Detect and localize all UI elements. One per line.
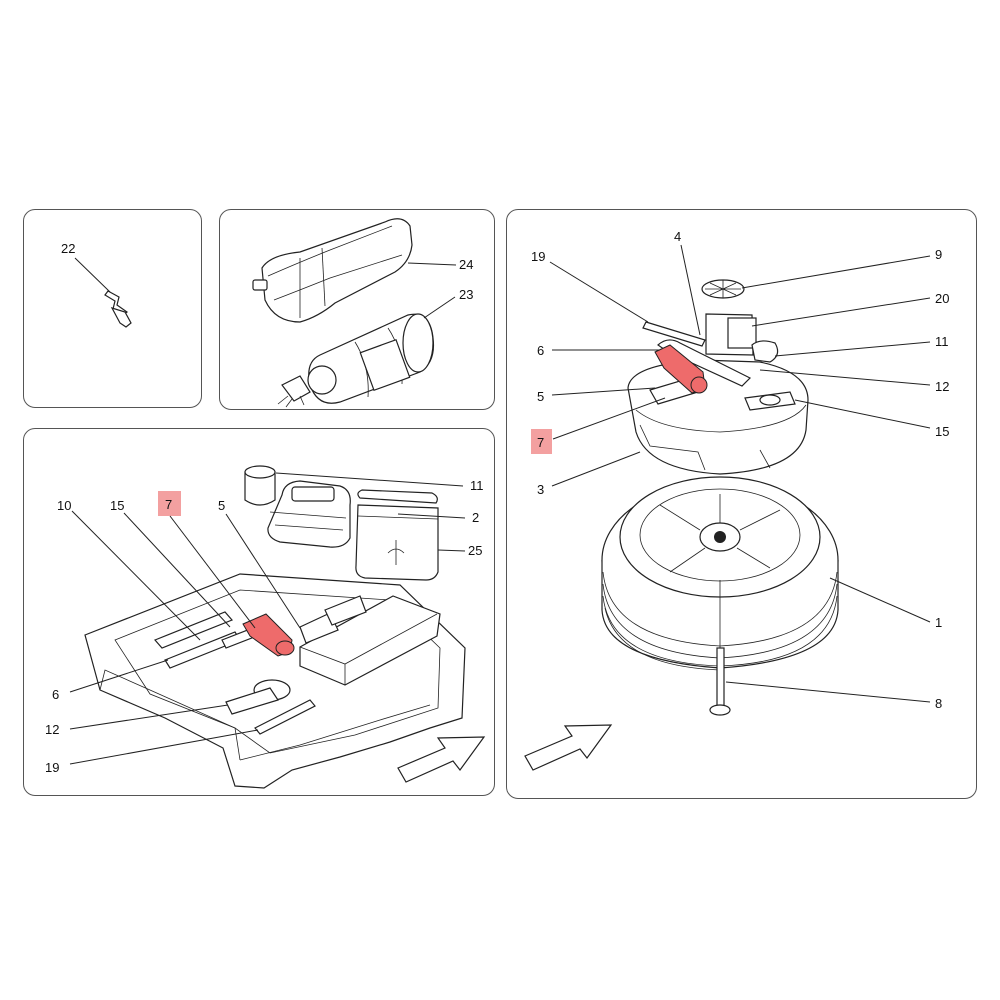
callout-10-tray[interactable]: 10	[57, 498, 71, 513]
callout-22[interactable]: 22	[61, 241, 75, 256]
callout-11-wheel[interactable]: 11	[935, 334, 949, 349]
highlighted-part-7-tray[interactable]	[242, 613, 295, 657]
callout-4-wheel[interactable]: 4	[674, 229, 681, 244]
callout-24[interactable]: 24	[459, 257, 473, 272]
callout-12-tray[interactable]: 12	[45, 722, 59, 737]
callout-2-tray[interactable]: 2	[472, 510, 479, 525]
tool-bag	[252, 218, 413, 323]
callout-3-wheel[interactable]: 3	[537, 482, 544, 497]
wheel-bolt	[709, 647, 731, 716]
callout-11-tray[interactable]: 11	[470, 478, 484, 493]
direction-arrow-icon	[397, 736, 486, 783]
crank-handle	[104, 290, 132, 328]
callout-5-wheel[interactable]: 5	[537, 389, 544, 404]
small-canister	[244, 465, 276, 506]
callout-20-wheel[interactable]: 20	[935, 291, 949, 306]
callout-19-wheel[interactable]: 19	[531, 249, 545, 264]
compressor-cylinder	[277, 313, 435, 408]
highlighted-part-7-wheel[interactable]	[654, 344, 708, 394]
valve-cap	[701, 279, 745, 299]
callout-7-wheel[interactable]: 7	[537, 435, 544, 450]
storage-tub	[627, 359, 809, 475]
callout-15-tray[interactable]: 15	[110, 498, 124, 513]
callout-15-wheel[interactable]: 15	[935, 424, 949, 439]
tray-tools	[153, 595, 367, 735]
highlight-box-7-tray	[158, 491, 181, 516]
direction-arrow-icon	[524, 724, 613, 771]
spare-tire	[601, 476, 839, 671]
tub-tools	[642, 313, 796, 411]
callout-6-tray[interactable]: 6	[52, 687, 59, 702]
highlight-box-7-wheel	[531, 429, 552, 454]
callout-8-wheel[interactable]: 8	[935, 696, 942, 711]
callout-12-wheel[interactable]: 12	[935, 379, 949, 394]
callout-6-wheel[interactable]: 6	[537, 343, 544, 358]
callout-9-wheel[interactable]: 9	[935, 247, 942, 262]
compressor-unit	[267, 480, 351, 548]
callout-25-tray[interactable]: 25	[468, 543, 482, 558]
callout-19-tray[interactable]: 19	[45, 760, 59, 775]
callout-7-tray[interactable]: 7	[165, 497, 172, 512]
callout-1-wheel[interactable]: 1	[935, 615, 942, 630]
sealant-case	[355, 489, 439, 581]
callout-23[interactable]: 23	[459, 287, 473, 302]
callout-5-tray[interactable]: 5	[218, 498, 225, 513]
tray-foam-block	[299, 595, 441, 686]
